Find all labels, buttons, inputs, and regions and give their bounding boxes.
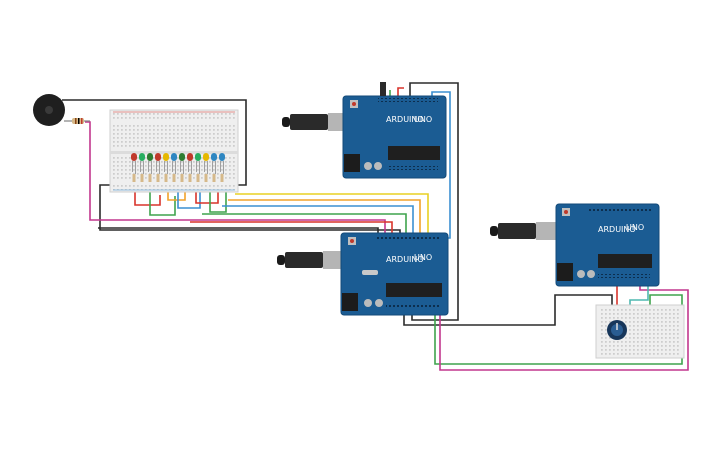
wire-led-red-1[interactable]	[134, 185, 161, 206]
board-model-middle: UNO	[414, 253, 432, 262]
wire-led-red-2[interactable]	[195, 186, 219, 204]
led-resistor-12[interactable]	[220, 174, 224, 182]
board-logo-right: ARDUINO	[598, 225, 636, 234]
led-6[interactable]	[171, 153, 177, 174]
led-resistor-1[interactable]	[132, 174, 136, 182]
led-9[interactable]	[195, 153, 201, 174]
potentiometer[interactable]	[607, 320, 627, 340]
wire-resistor-magenta[interactable]	[85, 121, 386, 238]
resistor[interactable]	[64, 118, 90, 124]
led-3[interactable]	[147, 153, 153, 174]
led-resistor-6[interactable]	[172, 174, 176, 182]
led-resistor-9[interactable]	[196, 174, 200, 182]
led-resistor-2[interactable]	[140, 174, 144, 182]
wire-green-long[interactable]	[202, 213, 407, 238]
led-7[interactable]	[179, 153, 185, 174]
arduino-uno-top[interactable]: ARDUINO UNO	[342, 82, 447, 179]
arduino-uno-middle[interactable]: ARDUINO UNO	[340, 232, 449, 316]
led-4[interactable]	[155, 153, 161, 174]
board-logo-middle: ARDUINO	[386, 255, 424, 264]
wire-blue-long[interactable]	[222, 205, 414, 238]
led-2[interactable]	[139, 153, 145, 174]
breadboard-main[interactable]	[109, 109, 239, 193]
led-10[interactable]	[203, 153, 209, 174]
wire-top-red[interactable]	[397, 87, 404, 98]
arduino-uno-right[interactable]: ARDUINO UNO	[555, 203, 660, 287]
wire-orange-long[interactable]	[228, 199, 421, 238]
board-model-top: UNO	[414, 115, 432, 124]
led-resistor-11[interactable]	[212, 174, 216, 182]
led-resistor-3[interactable]	[148, 174, 152, 182]
usb-cable-right	[490, 222, 566, 240]
wire-yellow-long[interactable]	[235, 193, 429, 238]
wire-mid-black-right[interactable]	[403, 294, 613, 326]
led-11[interactable]	[211, 153, 217, 174]
led-8[interactable]	[187, 153, 193, 174]
wire-mid-magenta-right[interactable]	[439, 285, 689, 371]
piezo-buzzer[interactable]	[33, 94, 65, 126]
led-1[interactable]	[131, 153, 137, 174]
led-resistor-8[interactable]	[188, 174, 192, 182]
wire-top-black-loop[interactable]	[409, 82, 459, 321]
led-row	[131, 153, 225, 182]
led-5[interactable]	[163, 153, 169, 174]
led-resistor-7[interactable]	[180, 174, 184, 182]
board-model-right: UNO	[626, 223, 644, 232]
led-resistor-10[interactable]	[204, 174, 208, 182]
led-12[interactable]	[219, 153, 225, 174]
led-resistor-4[interactable]	[156, 174, 160, 182]
wire-buzzer-gnd[interactable]	[62, 99, 401, 238]
board-logo-top: ARDUINO	[386, 115, 424, 124]
wire-led-green-1[interactable]	[149, 185, 176, 216]
wire-led-green-2[interactable]	[209, 186, 227, 213]
wire-led-blue-1[interactable]	[177, 188, 201, 209]
led-resistor-5[interactable]	[164, 174, 168, 182]
